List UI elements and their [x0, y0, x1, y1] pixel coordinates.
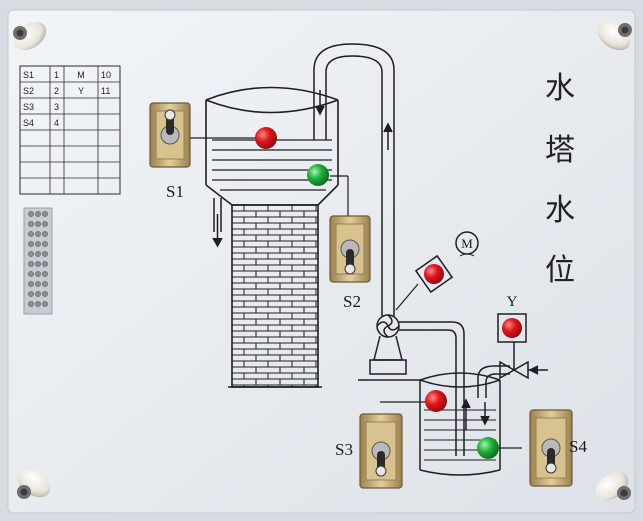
terminal-pin [35, 261, 41, 267]
terminal-pin [28, 221, 34, 227]
title-char-2: 塔 [545, 133, 575, 168]
title-char-1: 水 [545, 71, 575, 106]
terminal-pin [28, 211, 34, 217]
table-cell-r0-c3: 10 [101, 70, 111, 80]
switch-s4-label: S4 [569, 437, 587, 456]
table-cell-r2-c1: 3 [54, 102, 59, 112]
table-cell-r0-c1: 1 [54, 70, 59, 80]
tower-low-level-led [307, 164, 349, 218]
motor-led [395, 254, 454, 311]
corner-post-bottom-right [595, 471, 631, 501]
tower-high-level-led [188, 127, 277, 149]
terminal-pin-header [23, 207, 53, 315]
title-char-3: 水 [545, 193, 575, 228]
switch-s1-label: S1 [166, 182, 184, 201]
terminal-pin [42, 281, 48, 287]
pump-icon [358, 314, 465, 456]
drain-pipe [212, 198, 223, 248]
terminal-pin [35, 231, 41, 237]
table-cell-r1-c2: Y [78, 86, 84, 96]
terminal-pin [42, 251, 48, 257]
toggle-switch-s1[interactable] [149, 102, 191, 168]
table-cell-r1-c1: 2 [54, 86, 59, 96]
table-cell-r1-c3: 11 [101, 86, 110, 96]
table-cell-r0-c0: S1 [23, 70, 34, 80]
terminal-pin [42, 211, 48, 217]
pool-high-level-led [380, 390, 447, 412]
terminal-pin [28, 241, 34, 247]
brick-tower [228, 204, 322, 388]
terminal-pin [42, 291, 48, 297]
terminal-pin [35, 211, 41, 217]
terminal-pin [42, 301, 48, 307]
supply-pipe [313, 43, 395, 316]
terminal-pin [28, 271, 34, 277]
motor-label: M [455, 231, 479, 257]
terminal-pin [28, 251, 34, 257]
terminal-pin [35, 271, 41, 277]
toggle-switch-s2[interactable] [329, 215, 371, 283]
terminal-pin [28, 291, 34, 297]
terminal-pin [28, 281, 34, 287]
switch-s3-label: S3 [335, 440, 353, 459]
corner-post-top-left [13, 21, 47, 51]
terminal-pin [35, 221, 41, 227]
terminal-pin [35, 241, 41, 247]
switch-s2-label: S2 [343, 292, 361, 311]
terminal-pin [28, 301, 34, 307]
toggle-switch-s4[interactable] [529, 409, 573, 487]
terminal-pin [35, 291, 41, 297]
title-char-4: 位 [545, 253, 575, 288]
table-cell-r3-c0: S4 [23, 118, 34, 128]
panel-title: 水 塔 水 位 [545, 71, 575, 288]
terminal-pin [42, 271, 48, 277]
terminal-pin [35, 301, 41, 307]
terminal-pin [42, 261, 48, 267]
corner-post-top-right [597, 21, 632, 51]
terminal-pin [35, 281, 41, 287]
terminal-pin [42, 221, 48, 227]
table-cell-r0-c2: M [77, 70, 85, 80]
pool-low-level-led [477, 437, 522, 459]
corner-post-bottom-left [17, 468, 51, 499]
table-cell-r1-c0: S2 [23, 86, 34, 96]
terminal-pin [42, 241, 48, 247]
table-cell-r2-c0: S3 [23, 102, 34, 112]
valve-led [497, 313, 527, 343]
terminal-pin [35, 251, 41, 257]
terminal-pin [28, 261, 34, 267]
terminal-pin [28, 231, 34, 237]
solenoid-valve [499, 342, 548, 380]
svg-text:Y: Y [507, 294, 518, 310]
table-cell-r3-c1: 4 [54, 118, 59, 128]
valve-label: Y [507, 294, 518, 310]
lower-tank [419, 365, 510, 476]
terminal-pin [42, 231, 48, 237]
svg-text:M: M [461, 236, 473, 251]
toggle-switch-s3[interactable] [359, 413, 403, 489]
